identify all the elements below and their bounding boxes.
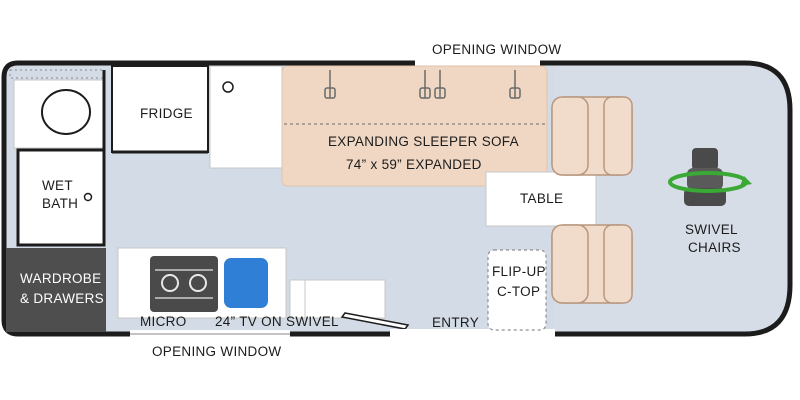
seatbelt-icons: [324, 70, 521, 99]
label-fridge: FRIDGE: [140, 106, 193, 121]
label-opening-window-top: OPENING WINDOW: [432, 42, 561, 57]
top-window-opening: [415, 59, 540, 67]
label-wardrobe-2: & DRAWERS: [20, 291, 104, 306]
label-wet-bath-2: BATH: [42, 196, 78, 211]
sleeper-sofa: [281, 65, 548, 187]
label-entry: ENTRY: [432, 315, 479, 330]
swivel-chair-icon: [668, 148, 752, 206]
toilet-icon: [13, 79, 105, 149]
label-sofa-2: 74” x 59” EXPANDED: [346, 157, 482, 172]
label-sofa-1: EXPANDING SLEEPER SOFA: [328, 134, 519, 149]
captain-chair-icon: [551, 96, 633, 304]
label-flipup-2: C-TOP: [497, 284, 540, 299]
flip-up-countertop: [487, 249, 547, 331]
label-micro: MICRO: [140, 314, 187, 329]
sink-icon: [224, 258, 268, 308]
label-tv: 24” TV ON SWIVEL: [215, 314, 339, 329]
cooktop-icon: [150, 256, 218, 312]
label-table: TABLE: [520, 191, 563, 206]
cabinet-knob: [222, 81, 234, 93]
rear-dotted-area: [9, 69, 106, 79]
bath-drain-icon: [83, 192, 93, 202]
label-wet-bath-1: WET: [42, 178, 73, 193]
label-wardrobe-1: WARDROBE: [20, 271, 101, 286]
table: [485, 171, 597, 227]
label-opening-window-bottom: OPENING WINDOW: [152, 344, 281, 359]
fridge: [111, 65, 209, 153]
wardrobe: [6, 248, 106, 332]
sofa-end-cabinet: [209, 65, 283, 169]
tv-cabinet: [289, 279, 386, 319]
label-swivel-1: SWIVEL: [685, 222, 738, 237]
label-swivel-2: CHAIRS: [688, 240, 741, 255]
entry-opening: [390, 329, 555, 337]
label-flipup-1: FLIP-UP: [492, 264, 546, 279]
